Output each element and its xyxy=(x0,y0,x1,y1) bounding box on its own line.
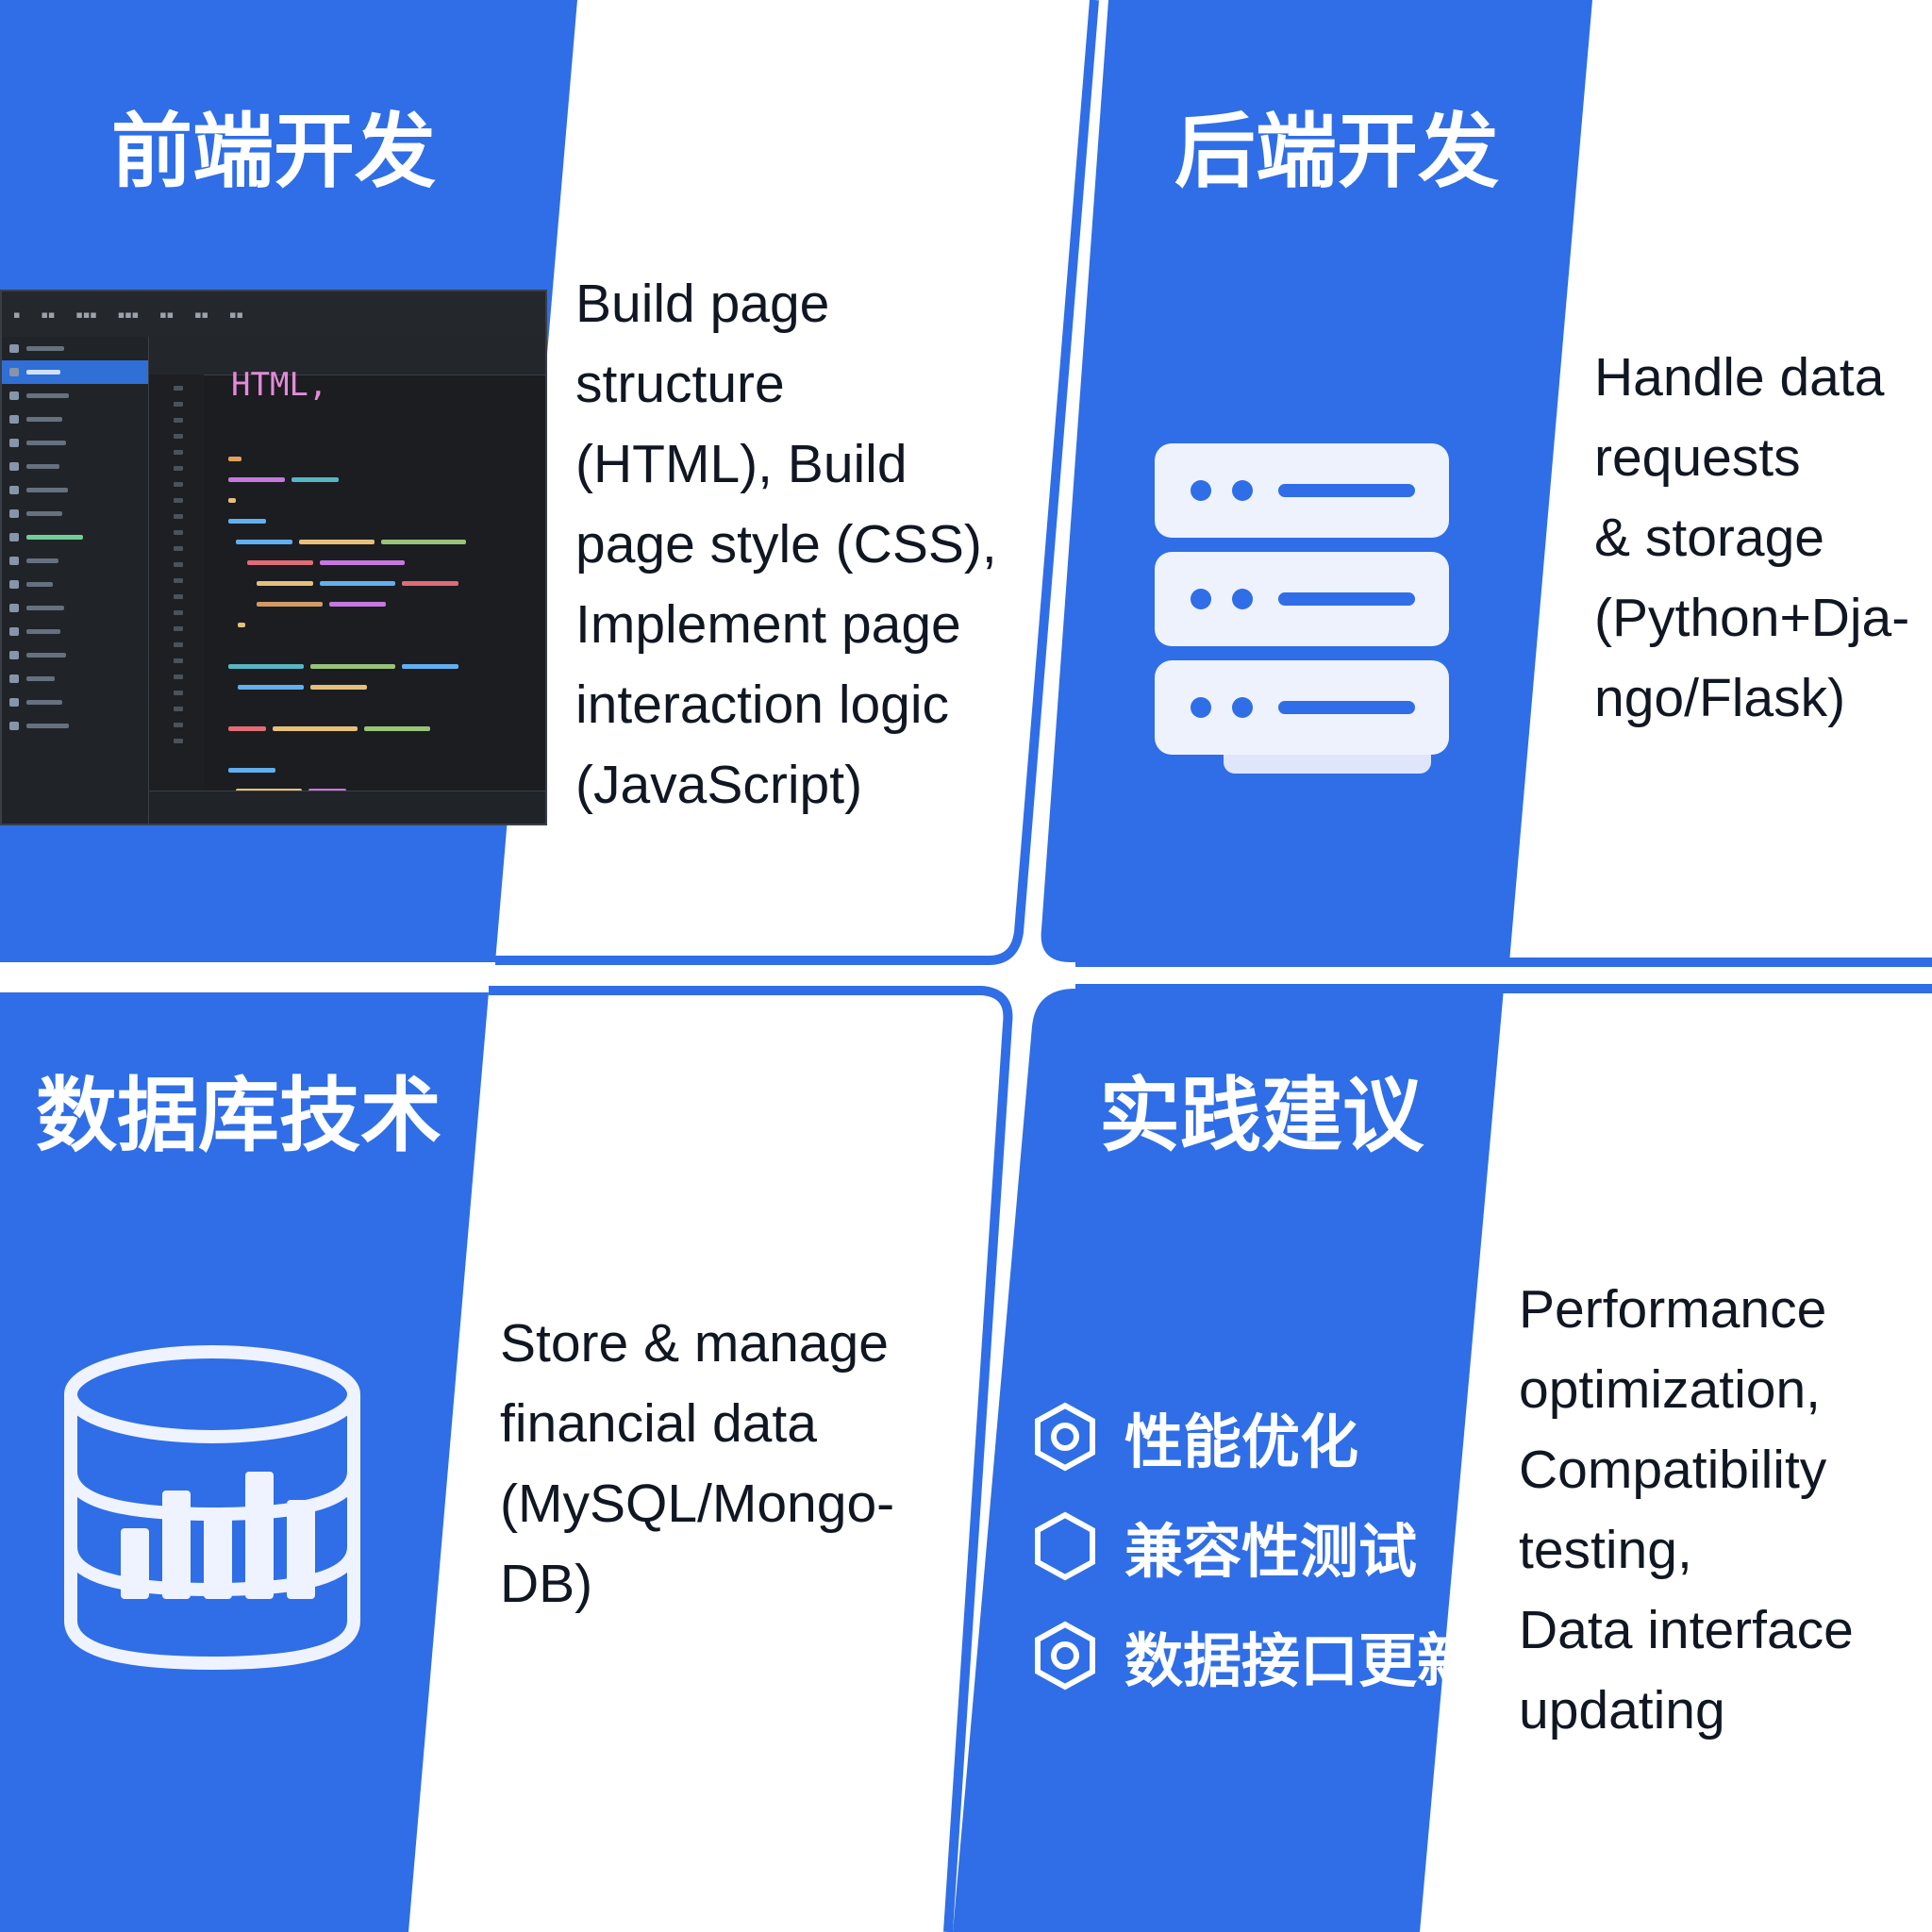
hexagon-icon xyxy=(1035,1511,1095,1581)
database-desc-line: Store & manage xyxy=(500,1313,889,1374)
frontend-desc-line: (JavaScript) xyxy=(575,755,863,815)
practice-desc-line: Data interface xyxy=(1519,1600,1854,1660)
backend-title: 后端开发 xyxy=(1174,105,1499,199)
practice-bullet-item: 数据接口更新 xyxy=(1034,1601,1475,1710)
frontend-desc-line: Build page xyxy=(575,274,830,334)
server-stack-icon xyxy=(1155,443,1449,774)
database-desc-line: DB) xyxy=(500,1554,593,1614)
database-desc-line: (MySQL/Mongo- xyxy=(500,1474,895,1534)
editor-line-numbers xyxy=(149,375,204,791)
backend-desc-line: (Python+Dja- xyxy=(1594,588,1910,648)
frontend-desc-line: interaction logic xyxy=(575,675,950,735)
frontend-desc-line: structure xyxy=(575,354,785,414)
backend-desc-line: ngo/Flask) xyxy=(1594,668,1846,728)
editor-tabs xyxy=(149,337,545,375)
backend-description: Handle data requests & storage (Python+D… xyxy=(1594,338,1909,739)
practice-bullet-item: 性能优化 xyxy=(1034,1382,1475,1491)
frontend-desc-line: Implement page xyxy=(575,594,961,655)
frontend-desc-line: (HTML), Build xyxy=(575,434,908,494)
practice-desc-line: Compatibility xyxy=(1519,1440,1827,1500)
practice-bullet-list: 性能优化 兼容性测试 数据接口更新 xyxy=(1034,1382,1475,1710)
database-desc-line: financial data xyxy=(500,1393,817,1454)
practice-desc-line: updating xyxy=(1519,1680,1725,1740)
frontend-title: 前端开发 xyxy=(111,105,436,199)
practice-desc-line: optimization, xyxy=(1519,1359,1821,1420)
code-editor-screenshot: ▪▪▪▪▪▪▪▪▪▪▪▪▪▪▪ xyxy=(0,290,547,825)
practice-blue-band xyxy=(953,989,1504,1932)
practice-bullet-item: 兼容性测试 xyxy=(1034,1491,1475,1601)
frontend-card-border xyxy=(495,0,1099,965)
editor-menubar: ▪▪▪▪▪▪▪▪▪▪▪▪▪▪▪ xyxy=(2,291,545,338)
practice-desc-line: Performance xyxy=(1519,1279,1827,1340)
backend-desc-line: Handle data xyxy=(1594,347,1885,408)
hexagon-ring-icon xyxy=(1035,1621,1095,1690)
backend-desc-line: requests xyxy=(1594,427,1801,488)
frontend-desc-line: page style (CSS), xyxy=(575,514,997,575)
practice-desc-line: testing, xyxy=(1519,1520,1692,1580)
editor-file-explorer xyxy=(2,337,149,824)
editor-code-area xyxy=(219,386,540,814)
practice-description: Performance optimization, Compatibility … xyxy=(1519,1270,1854,1751)
database-description: Store & manage financial data (MySQL/Mon… xyxy=(500,1304,894,1624)
hexagon-ring-icon xyxy=(1035,1402,1095,1472)
database-blue-band xyxy=(0,992,489,1932)
practice-bullet-label: 兼容性测试 xyxy=(1124,1517,1418,1586)
database-card-border xyxy=(489,986,1013,1932)
practice-title: 实践建议 xyxy=(1099,1069,1424,1163)
frontend-description: Build page structure (HTML), Build page … xyxy=(575,264,997,825)
editor-html-label: HTML, xyxy=(231,366,328,404)
practice-bullet-label: 性能优化 xyxy=(1124,1407,1359,1476)
practice-bullet-label: 数据接口更新 xyxy=(1124,1626,1476,1695)
editor-status-bar xyxy=(149,791,545,824)
database-chart-icon xyxy=(64,1345,360,1671)
backend-desc-line: & storage xyxy=(1594,508,1824,568)
database-title: 数据库技术 xyxy=(36,1069,441,1163)
